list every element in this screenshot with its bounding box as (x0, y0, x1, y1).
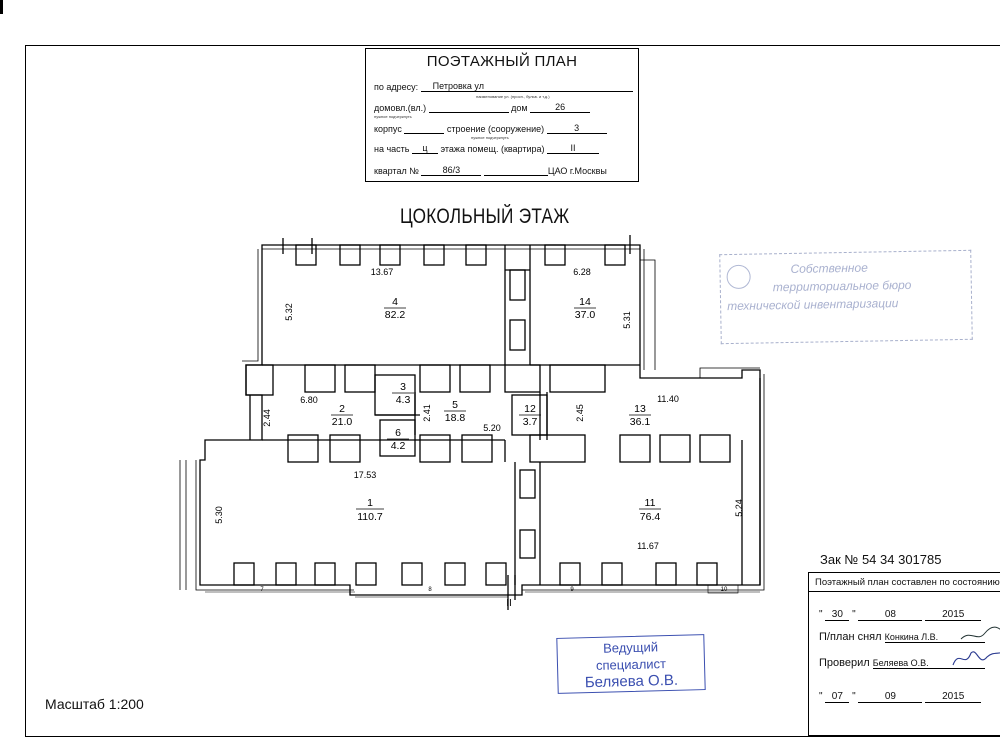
taken-label: П/план снял (819, 631, 882, 643)
window-label-10: 10 (721, 587, 728, 593)
stamp-building-row: корпус строение (сооружение) 3 (374, 123, 607, 134)
dom-value: 26 (530, 102, 591, 113)
dim-2-41: 2.41 (422, 404, 432, 422)
section-mark: II (506, 598, 512, 609)
order-number: Зак № 54 34 301785 (820, 552, 942, 567)
dim-2-44: 2.44 (262, 409, 272, 427)
checked-signature (952, 651, 1000, 666)
dim-5-24: 5.24 (734, 499, 744, 517)
dim-11-40: 11.40 (657, 394, 679, 404)
stamp-kvartal-row: квартал № 86/3 ЦАО г.Москвы (374, 165, 607, 176)
building-value: 3 (546, 123, 607, 134)
room-2-area: 21.0 (332, 416, 353, 428)
address-hint: наименование ул. (просп., бульв. и т.д.) (476, 94, 550, 99)
blue-stamp-name: Беляева О.В. (584, 671, 679, 692)
dim-2-45: 2.45 (575, 404, 585, 422)
part-label: на часть (374, 144, 410, 154)
room-11-area: 76.4 (640, 511, 661, 523)
room-2-number: 2 (339, 403, 345, 415)
room-3-area: 4.3 (396, 394, 411, 406)
address-label: по адресу: (374, 82, 419, 92)
date2-row: " 07 " 09 2015 (819, 691, 982, 703)
info-box: Поэтажный план составлен по состоянию на… (808, 572, 1000, 736)
specialist-stamp: Ведущий специалист Беляева О.В. (556, 634, 706, 694)
room-12-number: 12 (524, 403, 536, 415)
stamp-title: ПОЭТАЖНЫЙ ПЛАН (426, 53, 578, 70)
date1-day: 30 (825, 609, 850, 621)
drawing-frame (25, 45, 1000, 737)
dom-label: дом (511, 103, 528, 113)
stamp-part-row: на часть ц этажа помещ. (квартира) II (374, 143, 600, 154)
room-14-area: 37.0 (575, 309, 596, 321)
dim-room14-width: 6.28 (573, 267, 591, 277)
plan-title: ЦОКОЛЬНЫЙ ЭТАЖ (400, 205, 570, 228)
korpus-label: корпус (374, 124, 402, 134)
room-3-number: 3 (400, 381, 406, 393)
korpus-hint: нужное подчеркнуть (471, 135, 509, 140)
kvartal-label: квартал № (374, 166, 419, 176)
house-label: домовл.(вл.) (374, 103, 427, 113)
dim-5-30: 5.30 (214, 506, 224, 524)
checked-row: Проверил Беляева О.В. (819, 657, 985, 669)
state-line: Поэтажный план составлен по состоянию на (815, 577, 1000, 588)
date1-row: " 30 " 08 2015 (819, 609, 982, 621)
room-14-number: 14 (579, 296, 591, 308)
window-label-7: 7 (260, 587, 264, 593)
date1-month: 08 (858, 609, 923, 621)
part-value: ц (412, 143, 438, 154)
dim-room4-height: 5.32 (284, 303, 294, 321)
dim-5-20: 5.20 (483, 423, 501, 433)
info-divider (809, 591, 1000, 592)
dim-11-67: 11.67 (637, 541, 659, 551)
date2-month: 09 (858, 691, 923, 703)
room-6-area: 4.2 (391, 440, 406, 452)
room-4-number: 4 (392, 296, 398, 308)
window-label-8: 8 (428, 587, 432, 593)
room-13-area: 36.1 (630, 416, 651, 428)
stamp-house-row: домовл.(вл.) дом 26 (374, 102, 591, 113)
house-hint: нужное подчеркнуть (374, 114, 412, 119)
stamp-address-row: по адресу: Петровка ул (374, 81, 633, 92)
room-5-number: 5 (452, 399, 458, 411)
address-value: Петровка ул (420, 81, 633, 92)
kvartal-value: 86/3 (421, 165, 482, 176)
dim-17-53: 17.53 (354, 470, 377, 480)
title-stamp: ПОЭТАЖНЫЙ ПЛАН по адресу: Петровка ул на… (365, 48, 639, 182)
floor-value: II (547, 143, 600, 154)
building-label: строение (сооружение) (446, 124, 545, 134)
room-5-area: 18.8 (445, 412, 466, 424)
dim-room14-height: 5.31 (622, 311, 632, 329)
room-1-area: 110.7 (357, 511, 383, 523)
room-13-number: 13 (634, 403, 646, 415)
dim-room4-width: 13.67 (371, 267, 394, 277)
district-value: ЦАО г.Москвы (547, 166, 607, 176)
checked-name: Беляева О.В. (872, 658, 985, 669)
room-12-area: 3.7 (523, 416, 538, 428)
date2-day: 07 (825, 691, 850, 703)
room-4-area: 82.2 (385, 309, 406, 321)
checked-label: Проверил (819, 657, 870, 669)
corner-mark (0, 0, 3, 14)
window-label-9: 9 (570, 587, 574, 593)
room-6-number: 6 (395, 427, 401, 439)
room-1-number: 1 (367, 497, 373, 509)
room-11-number: 11 (645, 497, 656, 509)
date2-year: 2015 (925, 691, 982, 703)
taken-signature (960, 626, 1000, 640)
dim-room2-width: 6.80 (300, 395, 318, 405)
floor-label: этажа помещ. (квартира) (440, 144, 545, 154)
taken-name: Конкина Л.В. (884, 632, 985, 643)
taken-row: П/план снял Конкина Л.В. (819, 631, 985, 643)
date1-year: 2015 (925, 609, 982, 621)
scale-label: Масштаб 1:200 (45, 696, 144, 712)
